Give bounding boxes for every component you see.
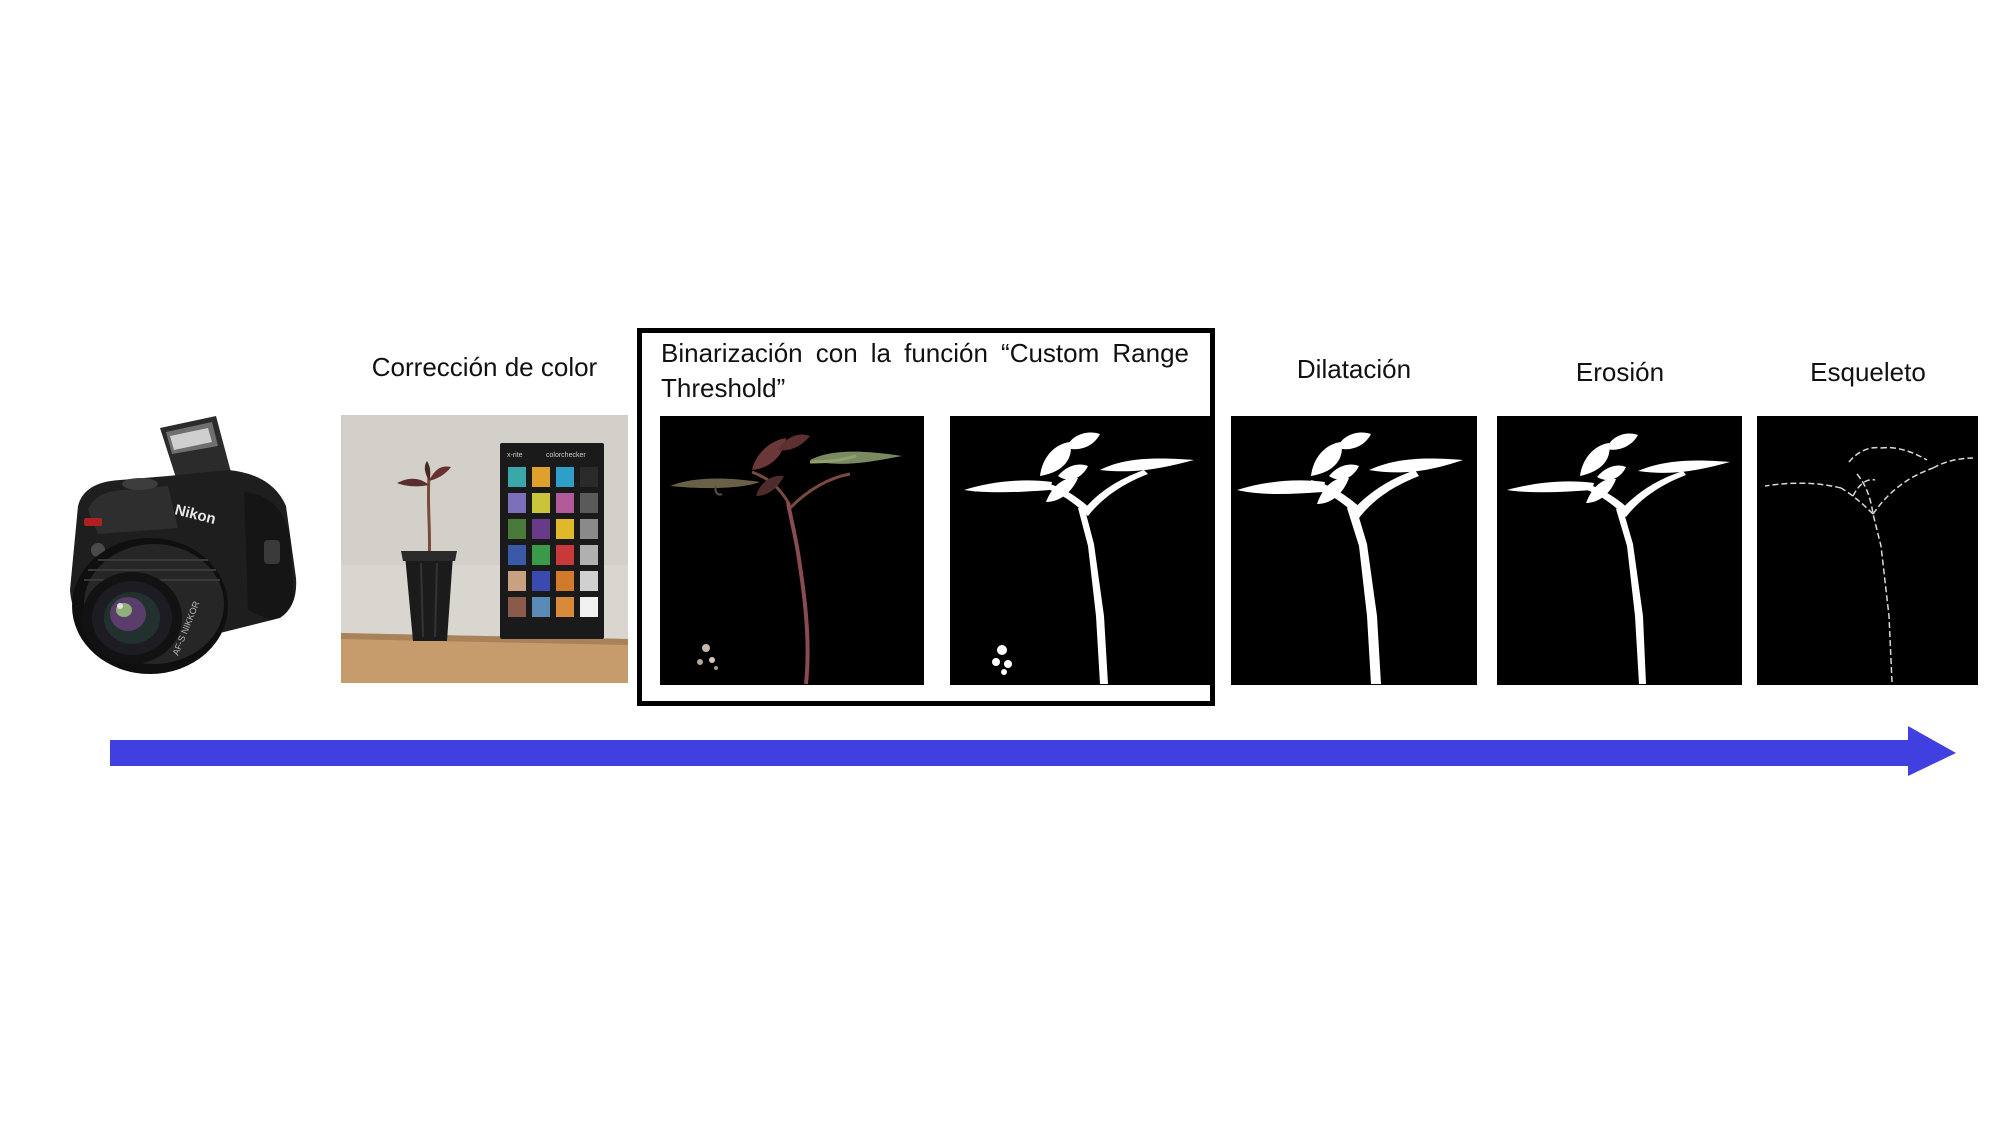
colorchecker-swatch [556,519,574,539]
color-corrected-photo: x-rite colorchecker [341,415,628,683]
erosion-panel [1497,416,1742,685]
colorchecker-swatch [532,597,550,617]
colorchecker-swatch [580,493,598,513]
colorchecker-swatch [508,493,526,513]
svg-text:x-rite: x-rite [507,452,523,459]
binarization-step-box [637,328,1215,706]
colorchecker-swatch [556,467,574,487]
colorchecker-swatch [508,571,526,591]
colorchecker-swatch [532,467,550,487]
svg-text:colorchecker: colorchecker [546,452,586,459]
binarization-color-panel [660,416,924,685]
step-label-color-correction: Corrección de color [371,352,598,382]
step-label-skeleton: Esqueleto [1810,357,1926,387]
process-flow-arrow [108,722,1958,780]
colorchecker-swatch [580,467,598,487]
colorchecker-swatch [556,597,574,617]
colorchecker-swatch [532,571,550,591]
colorchecker-swatch [580,519,598,539]
colorchecker-swatches [508,467,598,617]
step-label-binarization: Binarización con la función “Custom Rang… [661,338,1189,403]
colorchecker-swatch [580,571,598,591]
arrow-head [1908,726,1956,776]
colorchecker-swatch [556,493,574,513]
skeleton-panel [1757,416,1978,685]
colorchecker-swatch [508,597,526,617]
colorchecker-swatch [532,493,550,513]
step-label-dilation: Dilatación [1296,354,1412,384]
arrow-shaft [110,740,1910,766]
colorchecker-swatch [556,545,574,565]
camera-icon: Nikon AF-S NIKKOR [58,410,308,686]
colorchecker-swatch [532,519,550,539]
colorchecker-swatch [508,519,526,539]
colorchecker-swatch [580,597,598,617]
binarization-mask-panel [950,416,1212,685]
dilation-panel [1231,416,1477,685]
step-label-erosion: Erosión [1575,357,1665,387]
colorchecker-swatch [556,571,574,591]
colorchecker-swatch [580,545,598,565]
colorchecker-swatch [532,545,550,565]
colorchecker-swatch [508,467,526,487]
colorchecker-swatch [508,545,526,565]
